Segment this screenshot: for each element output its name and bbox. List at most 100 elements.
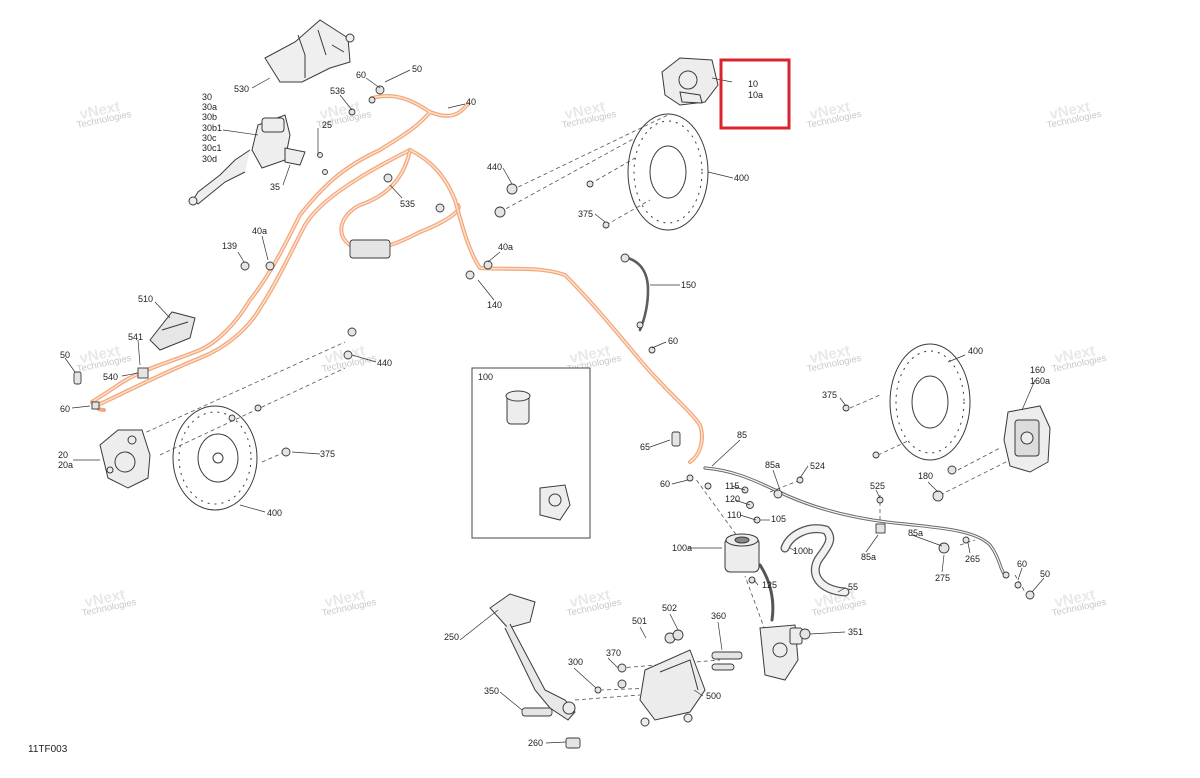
part-label: 400 xyxy=(267,508,282,518)
part-label: 40a xyxy=(252,226,267,236)
part-label: 510 xyxy=(138,294,153,304)
part-label: 375 xyxy=(578,209,593,219)
part-label: 535 xyxy=(400,199,415,209)
part-label: 536 xyxy=(330,86,345,96)
part-label: 400 xyxy=(734,173,749,183)
part-label: 30c xyxy=(202,133,217,143)
part-label: 500 xyxy=(706,691,721,701)
hose-reservoir-lower xyxy=(758,563,775,622)
highlight-label-10: 10 xyxy=(748,79,758,89)
part-label: 300 xyxy=(568,657,583,667)
part-label: 30 xyxy=(202,92,212,102)
assembly-dashed-lines xyxy=(139,114,1026,701)
part-label: 30c1 xyxy=(202,143,222,153)
part-label: 50 xyxy=(60,350,70,360)
part-label: 525 xyxy=(870,481,885,491)
part-label: 40a xyxy=(498,242,513,252)
master-cylinder-30 xyxy=(188,114,306,206)
part-label: 440 xyxy=(377,358,392,368)
part-label: 30b xyxy=(202,112,217,122)
part-label: 100 xyxy=(478,372,493,382)
part-label: 100b xyxy=(793,546,813,556)
part-labels: 530 30 30a 30b 30b1 30c 30c1 30d 25 35 6… xyxy=(58,64,1050,748)
part-label: 275 xyxy=(935,573,950,583)
part-label: 541 xyxy=(128,332,143,342)
bracket-500 xyxy=(639,649,706,727)
brake-pedal-250 xyxy=(489,593,576,721)
part-label: 120 xyxy=(725,494,740,504)
hose-150 xyxy=(626,256,650,332)
part-label: 250 xyxy=(444,632,459,642)
brake-lines xyxy=(90,93,704,464)
part-label: 105 xyxy=(771,514,786,524)
part-label: 60 xyxy=(1017,559,1027,569)
part-label: 65 xyxy=(640,442,650,452)
part-label: 20 xyxy=(58,450,68,460)
rear-master-cylinder xyxy=(759,624,803,681)
part-label: 30d xyxy=(202,154,217,164)
brake-disc-right xyxy=(889,343,971,461)
part-label: 85a xyxy=(861,552,876,562)
part-label: 115 xyxy=(725,481,739,491)
part-label: 30a xyxy=(202,102,217,112)
part-label: 60 xyxy=(356,70,366,80)
part-label: 85a xyxy=(908,528,923,538)
highlight-box[interactable] xyxy=(719,58,791,130)
brake-disc-top xyxy=(627,113,709,231)
part-label: 400 xyxy=(968,346,983,356)
part-label: 375 xyxy=(320,449,335,459)
part-label: 350 xyxy=(484,686,499,696)
insert-panel-100 xyxy=(471,367,591,539)
caliper-160 xyxy=(1003,405,1051,473)
part-label: 125 xyxy=(762,580,777,590)
part-label: 40 xyxy=(466,97,476,107)
part-label: 60 xyxy=(660,479,670,489)
hardware xyxy=(73,85,1035,749)
leader-lines xyxy=(64,69,1045,744)
hoses-grey xyxy=(517,256,1007,622)
part-label: 351 xyxy=(848,627,863,637)
part-label: 160a xyxy=(1030,376,1050,386)
part-label: 375 xyxy=(822,390,837,400)
highlight-label-10a: 10a xyxy=(748,90,763,100)
part-label: 440 xyxy=(487,162,502,172)
part-label: 150 xyxy=(681,280,696,290)
part-label: 50 xyxy=(412,64,422,74)
caliper-20 xyxy=(99,429,151,489)
figure-code: 11TF003 xyxy=(28,744,68,755)
part-label: 139 xyxy=(222,241,237,251)
part-label: 260 xyxy=(528,738,543,748)
bracket-530 xyxy=(264,19,355,83)
part-label: 110 xyxy=(727,510,741,520)
part-label: 501 xyxy=(632,616,647,626)
caliper-10 xyxy=(661,57,719,106)
part-label: 160 xyxy=(1030,365,1045,375)
part-label: 530 xyxy=(234,84,249,94)
part-label: 55 xyxy=(848,582,858,592)
part-label: 540 xyxy=(103,372,118,382)
part-label: 370 xyxy=(606,648,621,658)
part-label: 85 xyxy=(737,430,747,440)
part-label: 20a xyxy=(58,460,73,470)
part-label: 30b1 xyxy=(202,123,222,133)
part-label: 265 xyxy=(965,554,980,564)
part-label: 85a xyxy=(765,460,780,470)
part-label: 35 xyxy=(270,182,280,192)
highlight-callout[interactable]: 10 10a xyxy=(719,58,791,130)
part-label: 60 xyxy=(60,404,70,414)
part-label: 100a xyxy=(672,543,692,553)
part-label: 524 xyxy=(810,461,825,471)
guard-510 xyxy=(149,311,196,351)
part-label: 502 xyxy=(662,603,677,613)
part-label: 360 xyxy=(711,611,726,621)
reservoir-100a xyxy=(724,533,760,573)
part-label: 50 xyxy=(1040,569,1050,579)
part-label: 140 xyxy=(487,300,502,310)
part-label: 25 xyxy=(322,120,332,130)
bolt-440 xyxy=(506,183,518,195)
part-label: 180 xyxy=(918,471,933,481)
brake-disc-left xyxy=(172,405,258,511)
part-label: 60 xyxy=(668,336,678,346)
